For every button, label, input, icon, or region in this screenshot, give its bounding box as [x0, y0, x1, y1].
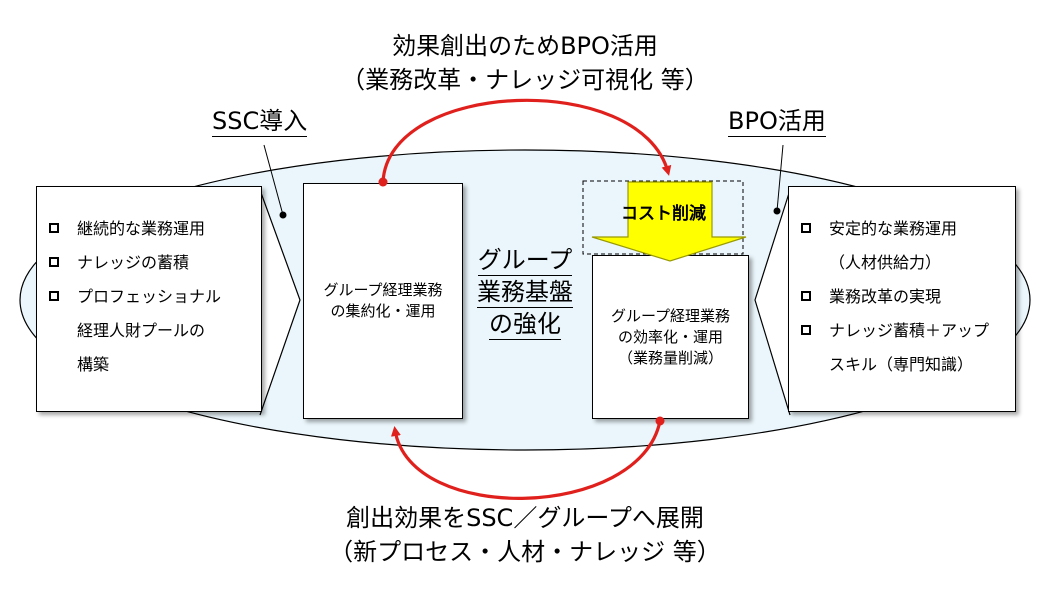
bpo-benefit-item-line: 業務改革の実現: [829, 287, 942, 306]
checkbox-square-icon: [801, 223, 811, 233]
right-callout-dot: [773, 207, 781, 215]
bpo-benefit-item: 業務改革の実現: [801, 280, 1015, 314]
right-chevron-arrow: [754, 189, 791, 416]
checkbox-square-icon: [801, 325, 811, 335]
ssc-benefit-item-line: プロフェッショナル: [77, 287, 222, 306]
checkbox-square-icon: [49, 291, 59, 301]
foundation-line: 業務基盤: [477, 278, 573, 308]
bottom-title-line2: （新プロセス・人材・ナレッジ 等）: [329, 538, 721, 566]
foundation-line: の強化: [489, 310, 561, 340]
left-chevron-arrow: [259, 189, 301, 416]
bpo-benefit-item-line: ナレッジ蓄積＋アップ: [829, 321, 990, 340]
ssc-benefit-item-line: ナレッジの蓄積: [77, 253, 190, 272]
checkbox-square-icon: [49, 223, 59, 233]
left-callout-dot: [279, 211, 287, 219]
efficiency-line: の効率化・運用: [617, 327, 723, 346]
ssc-benefit-item: ナレッジの蓄積: [49, 246, 261, 280]
group-accounting-efficiency-box: グループ経理業務 の効率化・運用 （業務量削減）: [592, 255, 749, 419]
group-accounting-consolidation-box: グループ経理業務 の集約化・運用: [303, 183, 463, 419]
checkbox-square-icon: [49, 257, 59, 267]
ssc-benefits-box: 継続的な業務運用ナレッジの蓄積プロフェッショナル経理人財プールの構築: [36, 186, 262, 412]
efficiency-line: （業務量削減）: [617, 348, 723, 367]
ssc-benefit-item-line: 経理人財プールの: [77, 321, 206, 340]
efficiency-line: グループ経理業務: [610, 306, 731, 325]
bpo-benefit-item-line: スキル（専門知識）: [829, 355, 974, 374]
ssc-benefit-item: 継続的な業務運用: [49, 212, 261, 246]
ssc-benefit-item-line: 継続的な業務運用: [77, 219, 206, 238]
ssc-benefits-list: 継続的な業務運用ナレッジの蓄積プロフェッショナル経理人財プールの構築: [49, 212, 261, 382]
group-foundation-label: グループ 業務基盤 の強化: [466, 244, 584, 340]
left-callout-pointer: [263, 144, 284, 216]
ssc-label: SSC導入: [212, 107, 308, 137]
top-title-line2: （業務改革・ナレッジ可視化 等）: [341, 66, 709, 94]
bpo-benefit-item-line: （人材供給力）: [829, 253, 942, 272]
checkbox-square-icon: [801, 291, 811, 301]
bpo-label: BPO活用: [728, 107, 826, 137]
top-title-line1: 効果創出のためBPO活用: [392, 32, 658, 60]
bpo-benefits-box: 安定的な業務運用 （人材供給力） 業務改革の実現ナレッジ蓄積＋アップスキル（専門知識…: [788, 186, 1016, 412]
ssc-benefit-item: プロフェッショナル経理人財プールの構築: [49, 280, 261, 382]
bottom-title-line1: 創出効果をSSC／グループへ展開: [346, 504, 704, 532]
bpo-benefit-item: 安定的な業務運用 （人材供給力）: [801, 212, 1015, 280]
foundation-line: グループ: [477, 246, 573, 276]
consolidation-line: グループ経理業務: [323, 281, 443, 299]
consolidation-line: の集約化・運用: [330, 302, 436, 320]
right-callout-pointer: [776, 144, 784, 212]
bpo-benefit-item: ナレッジ蓄積＋アップスキル（専門知識）: [801, 314, 1015, 382]
ssc-benefit-item-line: 構築: [77, 355, 110, 374]
cost-reduction-label: コスト削減: [621, 204, 706, 224]
efficiency-text: グループ経理業務 の効率化・運用 （業務量削減）: [611, 306, 730, 369]
bpo-benefit-item-line: 安定的な業務運用: [829, 219, 958, 238]
bpo-benefits-list: 安定的な業務運用 （人材供給力） 業務改革の実現ナレッジ蓄積＋アップスキル（専門知識…: [801, 212, 1015, 382]
consolidation-text: グループ経理業務 の集約化・運用: [323, 280, 442, 322]
